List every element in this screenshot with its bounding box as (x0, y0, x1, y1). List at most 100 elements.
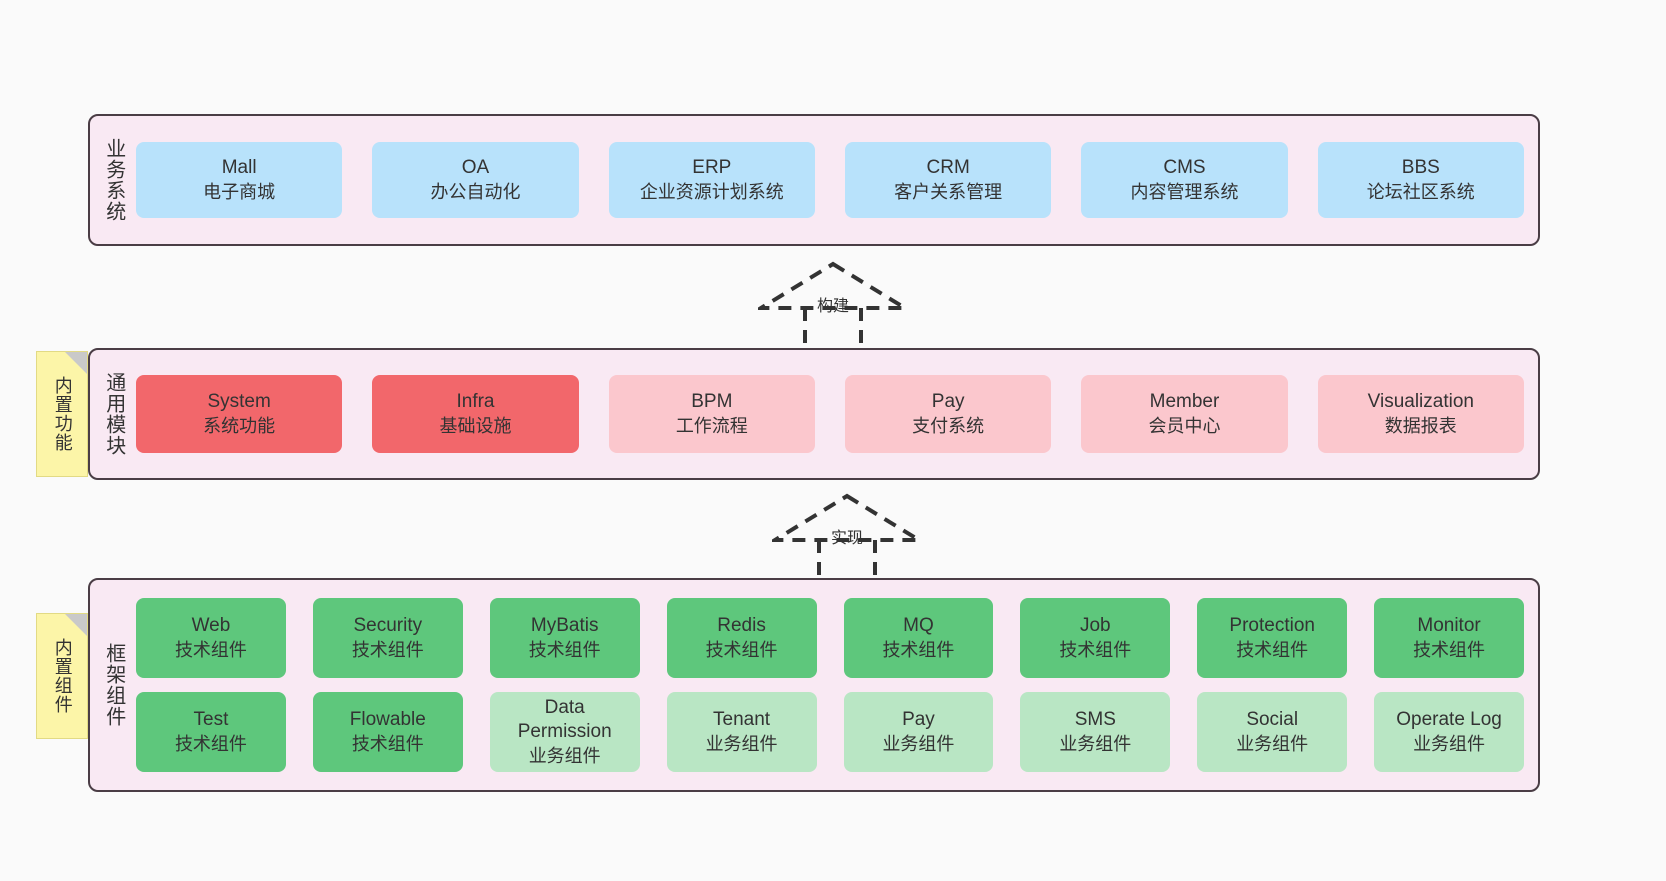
card-visualization-en: Visualization (1367, 391, 1474, 413)
card-pay-module-cn: 支付系统 (912, 415, 985, 436)
card-social-en: Social (1246, 709, 1299, 731)
card-oa-en: OA (461, 157, 490, 179)
card-web[interactable]: Web 技术组件 (136, 598, 286, 678)
card-system[interactable]: System 系统功能 (136, 375, 343, 453)
card-operate-log[interactable]: Operate Log 业务组件 (1374, 692, 1524, 772)
card-bbs-cn: 论坛社区系统 (1366, 181, 1475, 202)
card-bbs-en: BBS (1401, 157, 1440, 179)
layer-body-framework-component: Web 技术组件 Security 技术组件 MyBatis 技术组件 Redi… (136, 580, 1538, 790)
card-pay-module[interactable]: Pay 支付系统 (844, 375, 1052, 453)
layer-business-system: 业务系统 Mall 电子商城 OA 办公自动化 ERP 企业资源计划系统 CRM… (88, 114, 1540, 246)
card-data-permission-en: Data Permission (517, 697, 612, 743)
card-mybatis[interactable]: MyBatis 技术组件 (489, 598, 640, 678)
card-flowable-cn: 技术组件 (351, 733, 424, 754)
card-pay-module-en: Pay (931, 391, 965, 413)
card-member-cn: 会员中心 (1148, 415, 1221, 436)
card-redis[interactable]: Redis 技术组件 (666, 598, 817, 678)
card-cms-cn: 内容管理系统 (1130, 181, 1239, 202)
layer-title-framework-component: 框架组件 (102, 643, 125, 727)
layer-framework-component: 框架组件 Web 技术组件 Security 技术组件 MyBatis 技术组件… (88, 578, 1540, 792)
card-data-permission[interactable]: Data Permission 业务组件 (489, 692, 640, 772)
layer-title-common-module: 通用模块 (102, 372, 125, 456)
card-flowable-en: Flowable (349, 709, 426, 731)
card-mq-cn: 技术组件 (882, 639, 955, 660)
card-security-en: Security (353, 615, 423, 637)
note-fold-corner-icon (65, 352, 87, 374)
note-builtin-component: 内置组件 (36, 613, 88, 739)
card-security-cn: 技术组件 (351, 639, 424, 660)
card-security[interactable]: Security 技术组件 (312, 598, 463, 678)
card-test-cn: 技术组件 (174, 733, 247, 754)
card-mybatis-cn: 技术组件 (528, 639, 601, 660)
layer-common-module: 通用模块 System 系统功能 Infra 基础设施 BPM 工作流程 Pay… (88, 348, 1540, 480)
card-cms-en: CMS (1163, 157, 1206, 179)
card-social-cn: 业务组件 (1236, 733, 1309, 754)
card-bpm[interactable]: BPM 工作流程 (608, 375, 815, 453)
card-infra[interactable]: Infra 基础设施 (372, 375, 579, 453)
connector-build-label: 构建 (816, 298, 849, 315)
layer-body-common-module: System 系统功能 Infra 基础设施 BPM 工作流程 Pay 支付系统… (136, 350, 1538, 478)
card-member[interactable]: Member 会员中心 (1081, 375, 1288, 453)
card-job-cn: 技术组件 (1059, 639, 1132, 660)
card-oa-cn: 办公自动化 (430, 181, 521, 202)
card-visualization[interactable]: Visualization 数据报表 (1317, 375, 1524, 453)
card-erp-en: ERP (692, 157, 732, 179)
card-row-framework-business: Test 技术组件 Flowable 技术组件 Data Permission … (136, 692, 1524, 772)
card-sms[interactable]: SMS 业务组件 (1020, 692, 1171, 772)
card-test[interactable]: Test 技术组件 (136, 692, 286, 772)
card-tenant-en: Tenant (713, 709, 771, 731)
card-mq-en: MQ (903, 615, 934, 637)
card-bpm-cn: 工作流程 (675, 415, 748, 436)
card-row-business: Mall 电子商城 OA 办公自动化 ERP 企业资源计划系统 CRM 客户关系… (136, 142, 1524, 218)
card-member-en: Member (1149, 391, 1220, 413)
card-operate-log-en: Operate Log (1396, 709, 1502, 731)
connector-build: 构建 (758, 260, 908, 352)
card-bbs[interactable]: BBS 论坛社区系统 (1317, 142, 1524, 218)
card-sms-en: SMS (1074, 709, 1116, 731)
card-system-en: System (207, 391, 271, 413)
card-redis-en: Redis (717, 615, 766, 637)
card-job[interactable]: Job 技术组件 (1020, 598, 1171, 678)
card-crm-cn: 客户关系管理 (894, 181, 1003, 202)
card-row-framework-tech: Web 技术组件 Security 技术组件 MyBatis 技术组件 Redi… (136, 598, 1524, 678)
layer-body-business-system: Mall 电子商城 OA 办公自动化 ERP 企业资源计划系统 CRM 客户关系… (136, 116, 1538, 244)
card-protection[interactable]: Protection 技术组件 (1197, 598, 1348, 678)
card-protection-en: Protection (1229, 615, 1315, 637)
card-crm[interactable]: CRM 客户关系管理 (844, 142, 1052, 218)
card-pay-component-cn: 业务组件 (882, 733, 955, 754)
card-mall-en: Mall (221, 157, 257, 179)
card-monitor-en: Monitor (1417, 615, 1481, 637)
note-builtin-function-label: 内置功能 (52, 376, 73, 452)
card-crm-en: CRM (926, 157, 970, 179)
note-builtin-component-label: 内置组件 (52, 638, 73, 714)
card-tenant[interactable]: Tenant 业务组件 (666, 692, 817, 772)
card-protection-cn: 技术组件 (1236, 639, 1309, 660)
card-operate-log-cn: 业务组件 (1413, 733, 1486, 754)
card-social[interactable]: Social 业务组件 (1197, 692, 1348, 772)
card-erp-cn: 企业资源计划系统 (639, 181, 784, 202)
card-oa[interactable]: OA 办公自动化 (372, 142, 579, 218)
card-erp[interactable]: ERP 企业资源计划系统 (608, 142, 815, 218)
connector-implement: 实现 (772, 492, 922, 584)
card-mall-cn: 电子商城 (203, 181, 276, 202)
card-monitor-cn: 技术组件 (1413, 639, 1486, 660)
note-builtin-function: 内置功能 (36, 351, 88, 477)
card-web-cn: 技术组件 (174, 639, 247, 660)
card-flowable[interactable]: Flowable 技术组件 (312, 692, 463, 772)
card-test-en: Test (193, 709, 229, 731)
card-infra-en: Infra (456, 391, 495, 413)
card-monitor[interactable]: Monitor 技术组件 (1374, 598, 1524, 678)
card-job-en: Job (1079, 615, 1111, 637)
card-cms[interactable]: CMS 内容管理系统 (1081, 142, 1288, 218)
card-pay-component-en: Pay (902, 709, 935, 731)
layer-title-business-system: 业务系统 (102, 138, 125, 222)
card-redis-cn: 技术组件 (705, 639, 778, 660)
note-fold-corner-icon (65, 614, 87, 636)
card-mq[interactable]: MQ 技术组件 (843, 598, 994, 678)
card-bpm-en: BPM (691, 391, 733, 413)
card-row-common: System 系统功能 Infra 基础设施 BPM 工作流程 Pay 支付系统… (136, 375, 1524, 453)
card-pay-component[interactable]: Pay 业务组件 (843, 692, 994, 772)
card-tenant-cn: 业务组件 (705, 733, 778, 754)
card-mall[interactable]: Mall 电子商城 (136, 142, 343, 218)
